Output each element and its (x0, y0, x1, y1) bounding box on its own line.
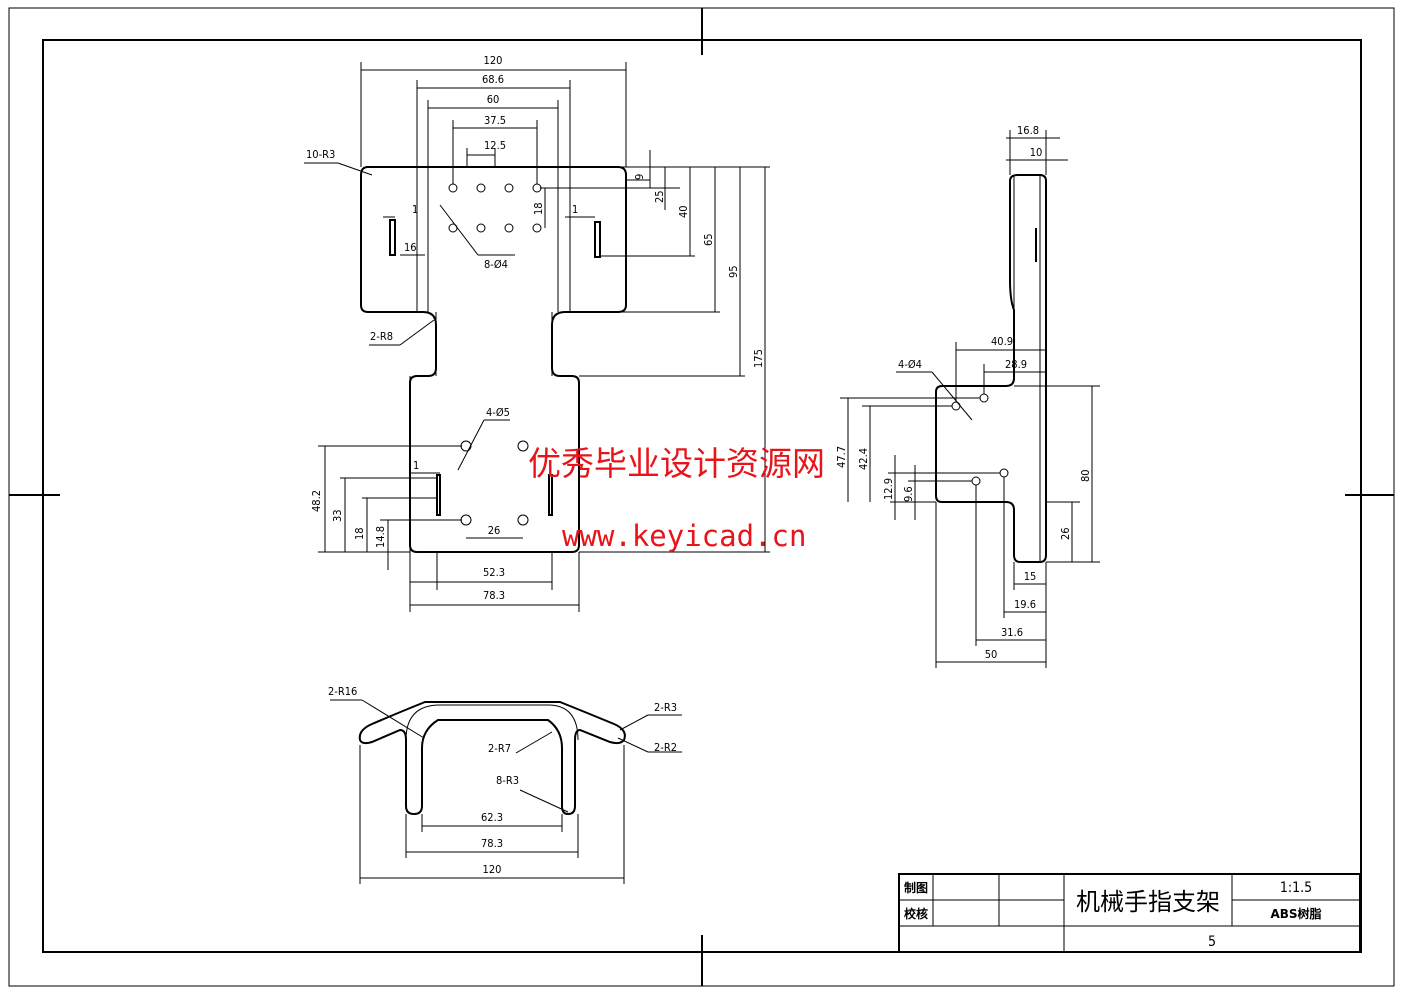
dim-42-4: 42.4 (857, 448, 870, 470)
side-view: 16.8 10 40.9 28.9 47.7 42.4 12.9 9.6 80 … (835, 124, 1100, 668)
dim-78-3: 78.3 (483, 589, 505, 602)
dim-25: 25 (653, 190, 666, 203)
note-2-r8: 2-R8 (370, 330, 393, 343)
drawing-frame (42, 39, 1362, 953)
dim-10: 10 (1030, 146, 1043, 159)
dim-1-c: 1 (413, 459, 419, 472)
note-10-r3: 10-R3 (306, 148, 335, 161)
note-8-r3: 8-R3 (496, 774, 519, 787)
title-block: 制图 校核 机械手指支架 1:1.5 ABS树脂 5 (898, 873, 1361, 953)
drawing-scale: 1:1.5 (1280, 880, 1312, 896)
front-holes-8 (448, 183, 542, 233)
note-2-r16: 2-R16 (328, 685, 357, 698)
dim-40: 40 (677, 205, 690, 218)
note-4-holes-side: 4-Ø4 (898, 358, 922, 371)
top-view: 62.3 78.3 120 2-R16 2-R7 8-R3 2-R3 2-R2 (328, 685, 682, 884)
dim-14-8: 14.8 (374, 526, 387, 548)
centering-marks (9, 8, 1394, 986)
drawing-title: 机械手指支架 (1076, 888, 1220, 916)
note-2-r3: 2-R3 (654, 701, 677, 714)
dim-12-9: 12.9 (882, 478, 895, 500)
dim-18-b: 18 (353, 527, 366, 540)
front-view: 120 68.6 60 37.5 12.5 9 25 40 65 95 175 … (304, 54, 770, 612)
dim-16-8: 16.8 (1017, 124, 1039, 137)
top-view-outline-outer (358, 701, 626, 816)
dim-40-9: 40.9 (991, 335, 1013, 348)
dim-50: 50 (985, 648, 998, 661)
dim-9: 9 (633, 174, 646, 180)
dim-31-6: 31.6 (1001, 626, 1023, 639)
front-holes-4 (460, 440, 529, 526)
dim-37-5: 37.5 (484, 114, 506, 127)
note-8-holes: 8-Ø4 (484, 258, 508, 271)
watermark-title: 优秀毕业设计资源网 (528, 444, 825, 483)
dim-26-side: 26 (1059, 527, 1072, 540)
dim-68-6: 68.6 (482, 73, 504, 86)
sheet-number: 5 (1208, 934, 1216, 950)
dim-18: 18 (532, 202, 545, 215)
dim-78-3-top: 78.3 (481, 837, 503, 850)
drawn-label: 制图 (904, 880, 928, 895)
dim-28-9: 28.9 (1005, 358, 1027, 371)
dim-48-2: 48.2 (310, 490, 323, 512)
dim-95: 95 (727, 265, 740, 278)
dim-80: 80 (1079, 469, 1092, 482)
dim-9-6: 9.6 (902, 486, 915, 502)
drawing-material: ABS树脂 (1270, 906, 1321, 921)
dim-33: 33 (331, 509, 344, 522)
dim-12-5: 12.5 (484, 139, 506, 152)
dim-65: 65 (702, 233, 715, 246)
checked-label: 校核 (904, 906, 928, 921)
side-view-outline (935, 174, 1047, 563)
dim-120-top: 120 (483, 863, 502, 876)
note-2-r7: 2-R7 (488, 742, 511, 755)
dim-62-3: 62.3 (481, 811, 503, 824)
dim-47-7: 47.7 (835, 446, 848, 468)
dim-16: 16 (404, 241, 417, 254)
dim-60: 60 (487, 93, 500, 106)
sheet-border (8, 7, 1395, 987)
dim-1-a: 1 (412, 203, 418, 216)
dim-19-6: 19.6 (1014, 598, 1036, 611)
front-view-outline (360, 166, 627, 553)
dim-52-3: 52.3 (483, 566, 505, 579)
dim-15: 15 (1024, 570, 1037, 583)
note-4-holes: 4-Ø5 (486, 406, 510, 419)
dim-120: 120 (484, 54, 503, 67)
watermark-url: www.keyicad.cn (562, 519, 806, 553)
dim-26: 26 (488, 524, 501, 537)
dim-1-b: 1 (572, 203, 578, 216)
note-2-r2: 2-R2 (654, 741, 677, 754)
dim-175: 175 (752, 349, 765, 368)
